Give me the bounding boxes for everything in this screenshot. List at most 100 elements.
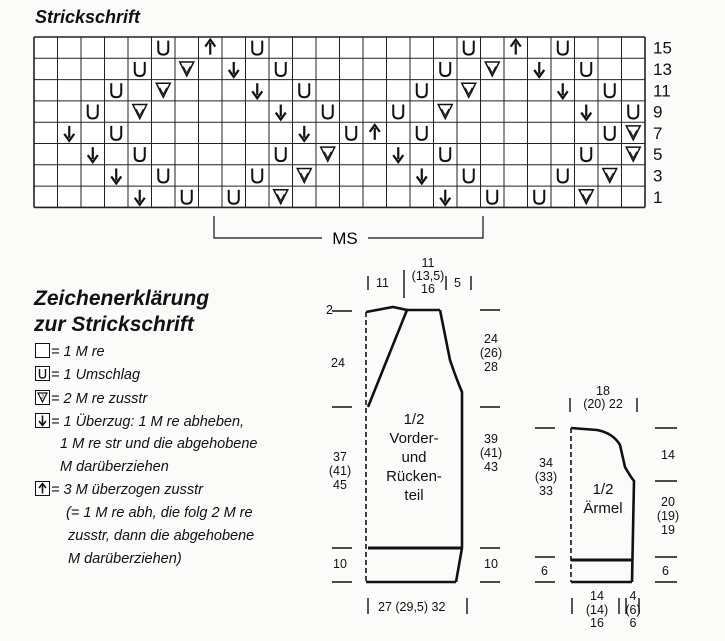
sk2p-arrow-head [509, 37, 522, 48]
skp-arrow-head [110, 175, 123, 186]
yarn-over-symbol [392, 104, 405, 120]
row-label: 1 [653, 188, 662, 207]
yarn-over-symbol [227, 189, 240, 205]
body-rib-left: 10 [333, 557, 347, 571]
yarn-over-symbol [439, 147, 452, 163]
yarn-over-symbol [627, 104, 640, 120]
row-label: 3 [653, 166, 662, 185]
yarn-over-symbol [274, 147, 287, 163]
legend-text: 1 M re str und die abgehobene [60, 436, 258, 452]
yarn-over-symbol [533, 189, 546, 205]
repeat-bracket [213, 216, 484, 239]
repeat-label: MS [332, 229, 358, 248]
yarn-over-symbol [321, 104, 334, 120]
svg-text:2: 2 [40, 394, 44, 400]
row-label: 5 [653, 145, 662, 164]
skp-arrow-head [439, 197, 452, 207]
row-label: 7 [653, 124, 662, 143]
yarn-over-symbol [345, 125, 358, 141]
k2tog-symbol [319, 146, 336, 163]
k2tog-symbol-inner [182, 66, 191, 75]
legend-text: zusstr, dann die abgehobene [68, 528, 255, 544]
legend-text: M darüberziehen [60, 459, 169, 475]
legend-item-yarn-over: = 1 Umschlag [35, 365, 140, 386]
chart-grid [33, 36, 646, 209]
k2tog-symbol [178, 61, 195, 78]
yarn-over-symbol [157, 40, 170, 56]
yarn-over-symbol [580, 147, 593, 163]
body-top-right: 5 [454, 276, 461, 290]
body-armhole-left: 24 [331, 356, 345, 370]
skp-arrow-head [274, 111, 287, 122]
yarn-over-symbol [603, 125, 616, 141]
yarn-over-symbol [251, 168, 264, 184]
yarn-over-symbol [603, 83, 616, 99]
skp-arrow-head [298, 133, 311, 143]
yarn-over-symbol [86, 104, 99, 120]
k2tog-symbol-inner [605, 172, 614, 181]
yarn-over-symbol [462, 168, 475, 184]
sleeve-height-left: 34 (33) 33 [534, 456, 558, 498]
sleeve-piece-label: 1/2 Ärmel [583, 481, 623, 517]
skp-arrow-head [227, 69, 240, 79]
body-top-left: 11 [376, 276, 389, 290]
yarn-over-symbol [556, 40, 569, 56]
skp-arrow-head [392, 154, 405, 165]
k2tog-symbol [460, 82, 477, 99]
legend-item-sk2p: = 3 M überzogen zusstr [35, 480, 203, 501]
sk2p-arrow-head [204, 37, 217, 48]
sk2p-arrow-head [368, 122, 381, 133]
body-length-left: 37 (41) 45 [328, 450, 352, 492]
k2tog-symbol-inner [300, 172, 309, 181]
body-top-center: 11 (13,5) 16 [411, 256, 445, 296]
body-armhole-right: 24 (26) 28 [479, 332, 503, 374]
k2tog-symbol [437, 103, 454, 121]
k2tog-symbol [625, 125, 642, 142]
k2tog-symbol-inner [159, 87, 168, 96]
yarn-over-symbol [110, 83, 123, 99]
row-label: 11 [653, 81, 671, 100]
k2tog-symbol [601, 167, 618, 185]
skp-arrow-head [133, 197, 146, 207]
sleeve-side-right: 20 (19) 19 [656, 495, 680, 537]
sleeve-rib-right: 6 [662, 564, 669, 578]
chart-title: Strickschrift [35, 7, 141, 27]
legend-title: Zeichenerklärung zur Strickschrift [34, 287, 210, 336]
skp-arrow-head [86, 154, 99, 165]
skp-arrow-head [533, 69, 546, 79]
yarn-over-icon [35, 366, 50, 381]
skp-arrow-head [63, 133, 76, 143]
body-rib-right: 10 [484, 557, 498, 571]
down-arrow-icon [35, 413, 50, 428]
yarn-over-symbol [251, 40, 264, 56]
body-schematic [332, 270, 500, 614]
yarn-over-symbol [415, 83, 428, 99]
k2tog-symbol [578, 189, 595, 206]
k2tog-symbol [272, 189, 289, 206]
sleeve-top: 18 (20) 22 [583, 384, 623, 411]
yarn-over-symbol [133, 147, 146, 163]
chart-row-labels: 15 13 11 9 7 5 3 1 [653, 39, 672, 207]
yarn-over-symbol [133, 61, 146, 77]
row-label: 15 [653, 39, 672, 58]
body-bottom: 27 (29,5) 32 [378, 600, 446, 614]
k2tog-symbol-inner [488, 66, 497, 75]
k2tog-symbol [484, 61, 501, 78]
row-label: 13 [653, 60, 672, 79]
yarn-over-symbol [157, 168, 170, 184]
sleeve-bottom-main: 14 (14) 16 [585, 589, 609, 630]
legend-text: (= 1 M re abh, die folg 2 M re [66, 505, 253, 521]
k2tog-symbol [155, 82, 172, 99]
legend-item-k2tog: 2= 2 M re zusstr [35, 389, 147, 410]
k2tog-symbol-inner [629, 151, 638, 160]
yarn-over-symbol [180, 189, 193, 205]
body-length-right: 39 (41) 43 [479, 432, 503, 474]
row-label: 9 [653, 103, 662, 122]
k2tog-symbol-inner [276, 194, 285, 202]
body-shoulder: 2 [326, 303, 333, 317]
k2tog-symbol [131, 103, 148, 121]
k2tog-symbol [296, 167, 313, 185]
skp-arrow-head [556, 90, 569, 101]
k2tog-symbol-inner [323, 151, 332, 160]
